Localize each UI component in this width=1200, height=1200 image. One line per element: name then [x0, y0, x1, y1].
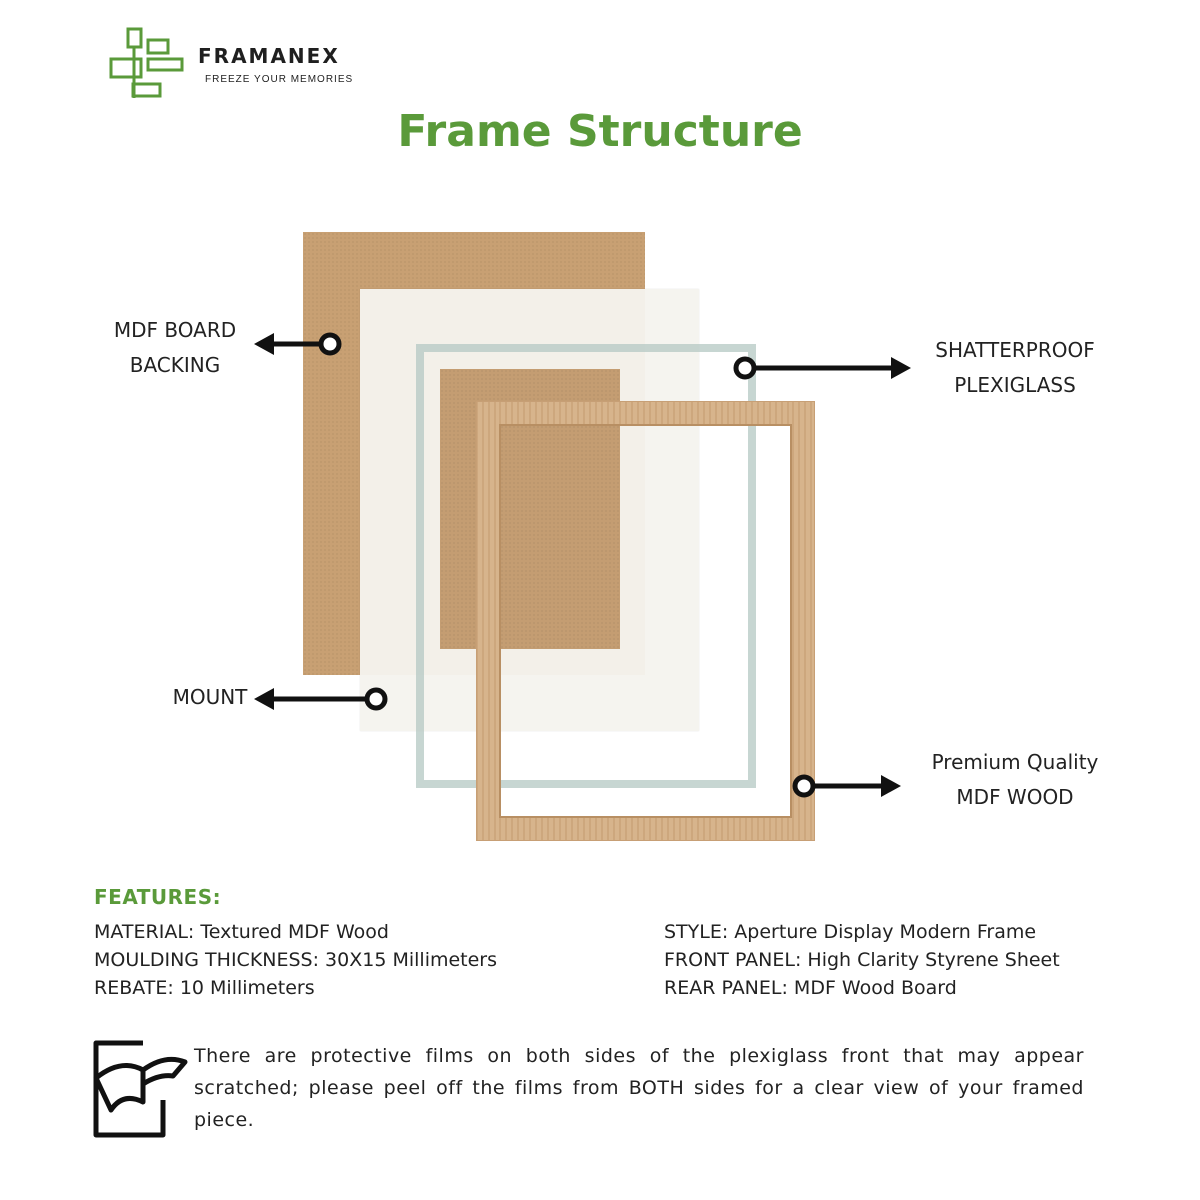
- feature-item: REBATE: 10 Millimeters: [94, 977, 315, 999]
- callout-line: BACKING: [129, 353, 221, 377]
- wood-arrow-dot: [792, 774, 816, 798]
- plexi-arrow-dot: [733, 356, 757, 380]
- mount-arrowhead: [254, 688, 274, 710]
- callout-line: MDF BOARD: [113, 318, 237, 342]
- peel-film-icon: [93, 1040, 188, 1138]
- peel-film-note: There are protective films on both sides…: [194, 1045, 1084, 1131]
- features-right-list: STYLE: Aperture Display Modern Frame FRO…: [664, 918, 1060, 1002]
- callout-line: PLEXIGLASS: [954, 373, 1076, 397]
- callout-plexiglass: SHATTERPROOF PLEXIGLASS: [915, 333, 1115, 403]
- wood-arrowhead: [881, 775, 901, 797]
- mount-arrow-dot: [364, 687, 388, 711]
- plexi-arrowhead: [891, 357, 911, 379]
- callout-line: SHATTERPROOF: [935, 338, 1095, 362]
- mdf-arrowhead: [254, 333, 274, 355]
- callout-line: MOUNT: [172, 685, 248, 709]
- brand-tagline: FREEZE YOUR MEMORIES: [205, 74, 354, 85]
- feature-item: MATERIAL: Textured MDF Wood: [94, 921, 389, 943]
- feature-item: STYLE: Aperture Display Modern Frame: [664, 921, 1037, 943]
- feature-item: FRONT PANEL: High Clarity Styrene Sheet: [664, 949, 1060, 971]
- brand-name: FRAMANEX: [198, 44, 340, 68]
- callout-mount: MOUNT: [160, 680, 260, 715]
- page-title: Frame Structure: [397, 106, 803, 157]
- feature-item: MOULDING THICKNESS: 30X15 Millimeters: [94, 949, 498, 971]
- mdf-arrow-dot: [318, 332, 342, 356]
- features-heading: FEATURES:: [94, 885, 222, 909]
- callout-wood: Premium Quality MDF WOOD: [915, 745, 1115, 815]
- callout-line: Premium Quality: [931, 750, 1099, 774]
- feature-item: REAR PANEL: MDF Wood Board: [664, 977, 957, 999]
- framanex-logo-icon: [109, 27, 184, 98]
- features-left-list: MATERIAL: Textured MDF Wood MOULDING THI…: [94, 918, 497, 1002]
- callout-mdf-backing: MDF BOARD BACKING: [100, 313, 250, 383]
- callout-line: MDF WOOD: [956, 785, 1074, 809]
- wood-frame-moulding: [477, 402, 814, 840]
